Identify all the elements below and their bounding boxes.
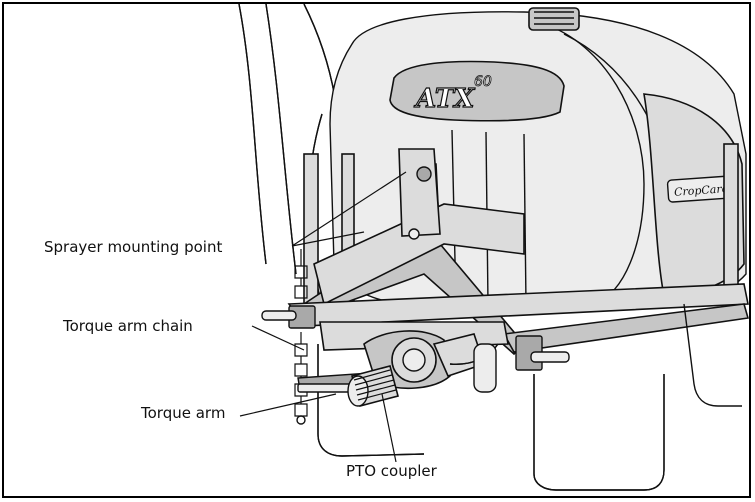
leader-lines: [239, 171, 407, 463]
tank-model-label: ATX: [413, 84, 476, 114]
pump-assembly: [347, 330, 499, 407]
tank-capacity-label: 60: [474, 74, 492, 90]
callout-torque-arm-chain: Torque arm chain: [61, 317, 195, 335]
torque-arm-chain: [294, 249, 308, 425]
callout-sprayer-mounting-point: Sprayer mounting point: [42, 238, 225, 256]
sprayer-illustration: ATX 60 CropCare: [238, 4, 749, 491]
mounting-frame: [261, 148, 749, 371]
callout-torque-arm: Torque arm: [139, 404, 228, 422]
callout-pto-coupler: PTO coupler: [344, 462, 439, 480]
brand-plate-label: CropCare: [674, 182, 729, 199]
